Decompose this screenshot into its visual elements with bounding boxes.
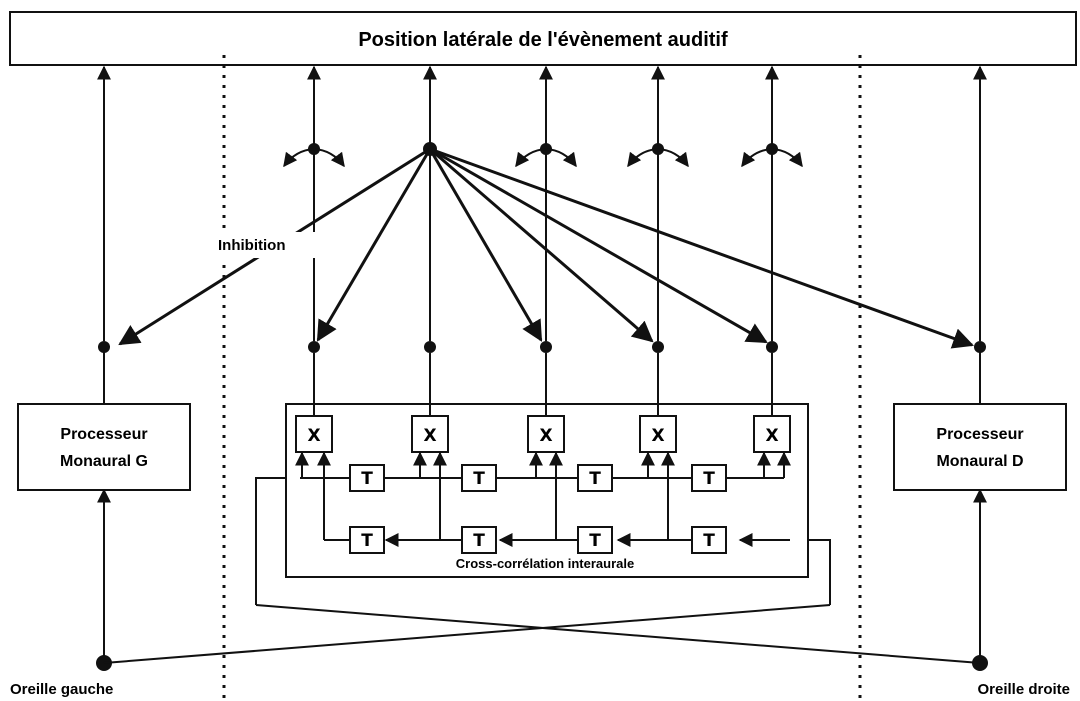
delay-symbol: T (473, 469, 485, 489)
diagram-title: Position latérale de l'évènement auditif (358, 29, 728, 51)
inhibition-network: Inhibition (118, 142, 974, 349)
delay-symbol: T (703, 469, 715, 489)
multiplier-symbol: X (307, 426, 320, 446)
multiplier-box-3 (527, 415, 565, 453)
right-monaural-processor (893, 403, 1067, 491)
delay-symbol: T (473, 531, 485, 551)
right-processor-line2: Monaural D (936, 453, 1023, 470)
right-processor-line1: Processeur (936, 426, 1023, 443)
delay-box-top-4 (691, 464, 727, 492)
title-box: Position latérale de l'évènement auditif (9, 11, 1077, 66)
cross-correlation-label: Cross-corrélation interaurale (456, 556, 634, 571)
binaural-output-columns (307, 65, 779, 416)
right-ear-label: Oreille droite (977, 681, 1070, 698)
delay-box-bottom-2 (461, 526, 497, 554)
delay-box-top-3 (577, 464, 613, 492)
delay-box-bottom-1 (349, 526, 385, 554)
left-processor-line2: Monaural G (60, 453, 148, 470)
right-inhibition-node (974, 341, 986, 353)
left-inhibition-node (98, 341, 110, 353)
delay-box-top-2 (461, 464, 497, 492)
cross-correlation-block: Cross-corrélation interaurale T T T T T … (285, 403, 809, 578)
delay-symbol: T (361, 531, 373, 551)
delay-symbol: T (703, 531, 715, 551)
delay-symbol: T (589, 469, 601, 489)
delay-box-top-1 (349, 464, 385, 492)
left-monaural-chain: Processeur Monaural G (17, 65, 191, 663)
multiplier-box-2 (411, 415, 449, 453)
multiplier-symbol: X (423, 426, 436, 446)
delay-box-bottom-4 (691, 526, 727, 554)
multiplier-symbol: X (539, 426, 552, 446)
left-monaural-processor (17, 403, 191, 491)
multiplier-box-5 (753, 415, 791, 453)
left-ear-label: Oreille gauche (10, 681, 113, 698)
delay-box-bottom-3 (577, 526, 613, 554)
left-processor-line1: Processeur (60, 426, 147, 443)
multiplier-symbol: X (651, 426, 664, 446)
multiplier-symbol: X (765, 426, 778, 446)
delay-symbol: T (589, 531, 601, 551)
right-monaural-chain: Processeur Monaural D (893, 65, 1067, 663)
delay-symbol: T (361, 469, 373, 489)
inhibition-label: Inhibition (218, 237, 285, 254)
